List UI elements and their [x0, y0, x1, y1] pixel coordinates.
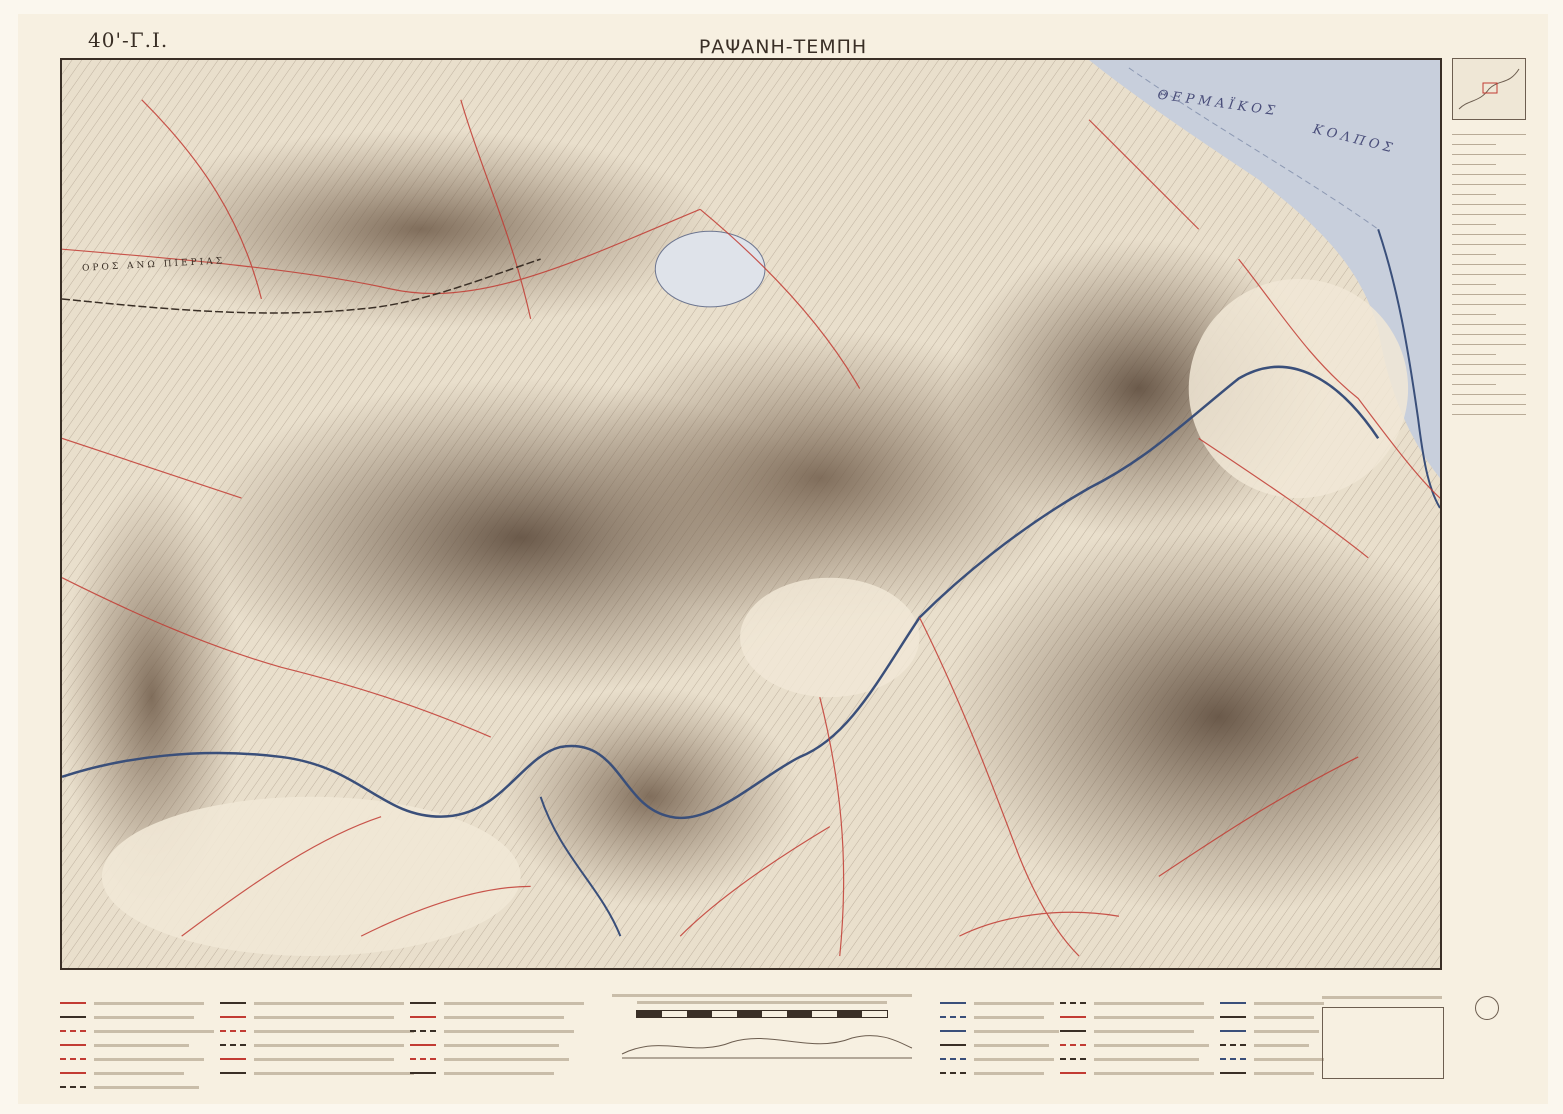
- legend-boundaries: [1060, 996, 1214, 1080]
- sheet-code: 40'-Γ.Ι.: [88, 28, 169, 52]
- inset-map: [1458, 68, 1520, 110]
- legend-list: [1452, 128, 1532, 415]
- legend-column: [1452, 58, 1532, 528]
- sea: [1089, 60, 1440, 479]
- map-area[interactable]: ΘΕΡΜΑΪΚΟΣ ΚΟΛΠΟΣ ΟΡΟΣ ΑΝΩ ΠΙΕΡΙΑΣ: [60, 58, 1442, 970]
- sheet-title: ΡΑΨΑΝΗ-ΤΕΜΠΗ: [698, 36, 868, 58]
- road-network: [62, 99, 1440, 957]
- index-inset: [1452, 58, 1526, 120]
- scale-bar: [636, 1010, 888, 1018]
- bottom-legend: [60, 990, 1520, 1105]
- river-lower: [539, 796, 622, 937]
- river-main: [62, 365, 1380, 820]
- river-delta: [1377, 228, 1440, 509]
- relief-map: [62, 60, 1440, 968]
- legend-features: [220, 996, 414, 1080]
- contour-profile: [621, 1035, 913, 1059]
- legend-settlements: [410, 996, 584, 1080]
- lake: [654, 230, 766, 308]
- legend-water: [940, 996, 1059, 1080]
- legend-elevation-table: [1322, 996, 1444, 1079]
- legend-roads: [60, 996, 214, 1094]
- emblem-icon: [1475, 996, 1499, 1020]
- scale-section: [602, 994, 922, 1068]
- legend-symbols: [1220, 996, 1324, 1080]
- railway: [62, 258, 541, 314]
